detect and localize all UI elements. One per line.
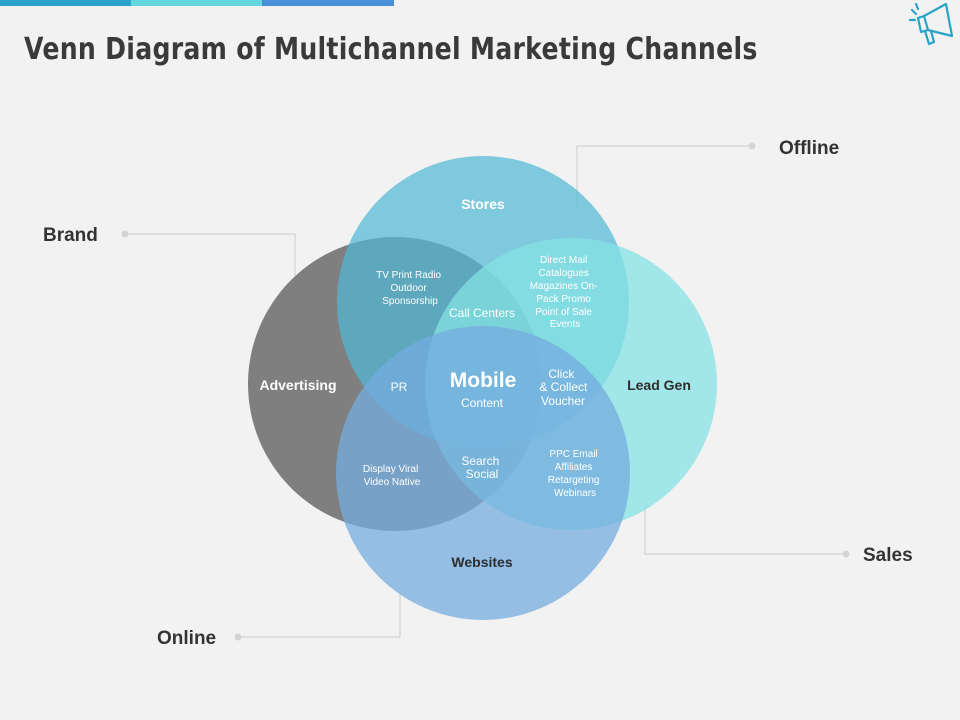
connector-lines (125, 145, 846, 638)
label-online: Online (157, 628, 216, 649)
region-mobile: Mobile (450, 369, 517, 392)
connector-dot-offline (748, 142, 756, 150)
region-call-centers: Call Centers (449, 306, 515, 320)
region-direct-mail: Direct Mail Catalogues Magazines On- Pac… (530, 255, 601, 330)
connector-dot-brand (121, 230, 129, 238)
label-offline: Offline (779, 138, 839, 159)
label-sales: Sales (863, 545, 913, 566)
region-content: Content (461, 396, 504, 410)
page-title: Venn Diagram of Multichannel Marketing C… (24, 32, 758, 67)
accent-bar-2 (131, 0, 262, 6)
connector-online (238, 592, 401, 638)
region-tv-print: TV Print Radio Outdoor Sponsorship (376, 270, 444, 307)
region-pr: PR (391, 380, 408, 394)
region-ppc: PPC Email Affiliates Retargeting Webinar… (548, 449, 602, 499)
connector-offline (576, 145, 752, 206)
label-websites: Websites (451, 554, 512, 570)
connector-dot-online (234, 633, 242, 641)
region-search-social: Search Social (461, 454, 502, 481)
accent-bar-1 (0, 0, 131, 6)
region-click-collect: Click & Collect Voucher (539, 367, 590, 408)
region-display: Display Viral Video Native (363, 464, 421, 488)
label-stores: Stores (461, 196, 505, 212)
megaphone-icon (908, 2, 954, 46)
connector-sales (644, 505, 846, 555)
online-circle (336, 326, 630, 620)
label-lead-gen: Lead Gen (627, 377, 691, 393)
connector-dot-sales (842, 550, 850, 558)
accent-bar-3 (262, 0, 394, 6)
connector-brand (125, 233, 296, 276)
label-advertising: Advertising (259, 377, 336, 393)
label-brand: Brand (43, 225, 98, 246)
